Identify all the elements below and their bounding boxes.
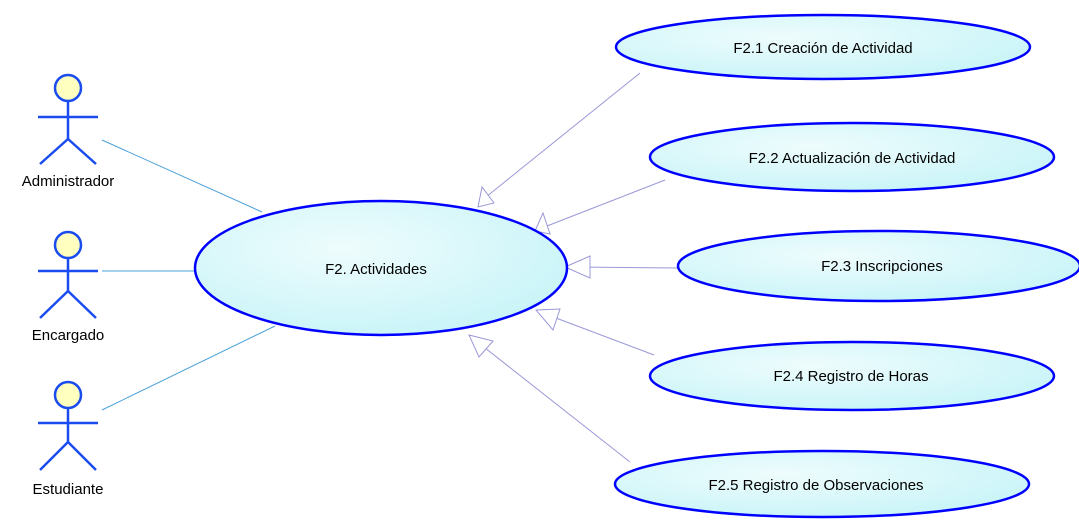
actor-label: Administrador [22,173,115,190]
use-case-label: F2.4 Registro de Horas [773,368,928,385]
use-case-f2-1[interactable]: F2.1 Creación de Actividad [614,13,1032,81]
stick-figure-icon [38,73,98,165]
generalization-f2-5[interactable] [468,334,631,463]
use-case-label: F2. Actividades [325,261,427,278]
stick-figure-icon [38,380,98,471]
use-case-label: F2.5 Registro de Observaciones [708,477,923,494]
actor-estudiante[interactable]: Estudiante [33,380,104,498]
use-case-f2-actividades[interactable]: F2. Actividades [193,199,569,337]
actor-encargado[interactable]: Encargado [32,230,105,344]
use-case-label: F2.3 Inscripciones [821,258,943,275]
generalization-f2-3[interactable] [563,255,679,279]
generalization-f2-1[interactable] [477,72,641,208]
actor-administrador[interactable]: Administrador [22,73,115,190]
actor-label: Estudiante [33,481,104,498]
use-case-label: F2.1 Creación de Actividad [733,40,912,57]
association-administrador[interactable] [101,139,263,213]
use-case-f2-4[interactable]: F2.4 Registro de Horas [648,340,1056,412]
use-case-f2-2[interactable]: F2.2 Actualización de Actividad [648,121,1056,193]
generalizations [468,72,679,463]
stick-figure-icon [38,230,98,319]
generalization-f2-4[interactable] [534,308,655,356]
association-estudiante[interactable] [101,325,276,411]
use-case-label: F2.2 Actualización de Actividad [749,150,956,167]
generalization-f2-2[interactable] [534,179,666,235]
associations [101,139,276,411]
use-case-f2-3[interactable]: F2.3 Inscripciones [676,229,1079,303]
actor-label: Encargado [32,327,105,344]
use-case-f2-5[interactable]: F2.5 Registro de Observaciones [613,449,1031,519]
